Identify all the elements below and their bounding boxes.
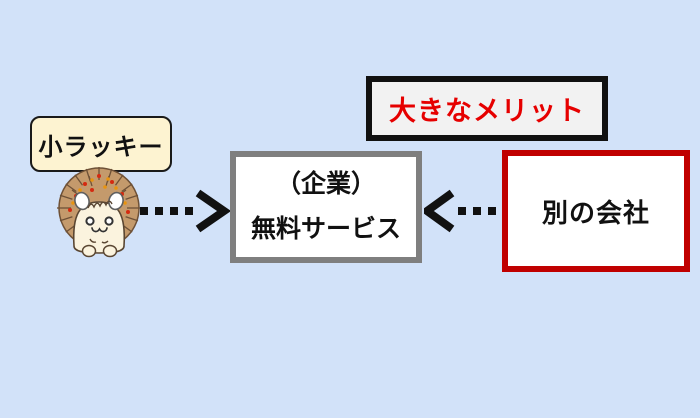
small-lucky-text: 小ラッキー [38, 133, 164, 161]
free-service-line2: 無料サービス [250, 215, 401, 243]
hedgehog-mouth [91, 227, 108, 233]
hedgehog-eyes [85, 216, 114, 226]
dotted-arrow-right-icon [140, 189, 230, 233]
free-service-line1: （企業） [275, 170, 376, 198]
other-company-text: 別の会社 [541, 197, 650, 228]
hedgehog-ears [74, 191, 124, 211]
small-lucky-label: 小ラッキー [30, 116, 172, 172]
big-merit-box: 大きなメリット [366, 76, 608, 141]
hedgehog-fringe [87, 200, 113, 209]
hedgehog-character-illustration [57, 167, 141, 258]
hedgehog-feet [81, 244, 118, 258]
hedgehog-paws [89, 238, 109, 244]
big-merit-text: 大きなメリット [389, 96, 585, 126]
free-service-box: （企業） 無料サービス [230, 151, 422, 263]
dotted-arrow-left-icon [424, 189, 502, 233]
other-company-box: 別の会社 [502, 150, 690, 272]
